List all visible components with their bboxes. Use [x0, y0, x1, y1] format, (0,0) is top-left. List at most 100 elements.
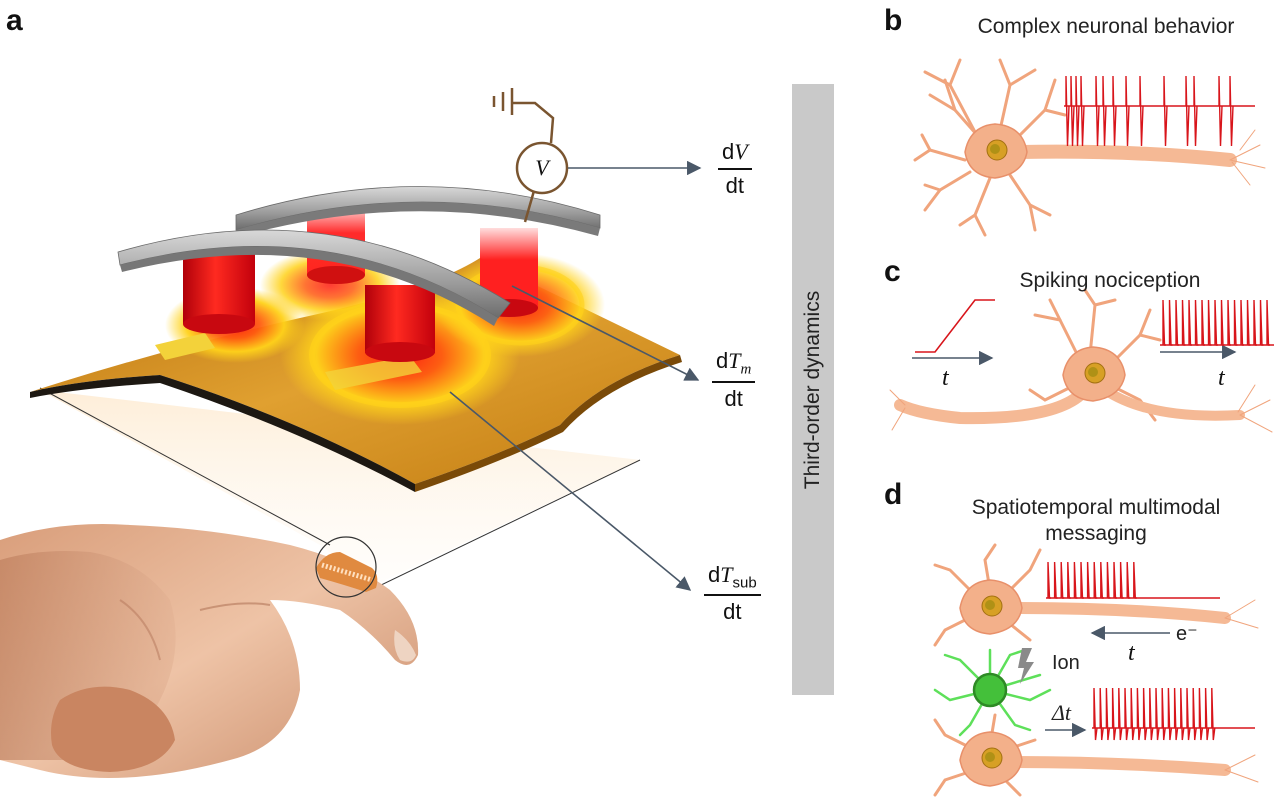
device-illustration	[0, 88, 702, 778]
spike-train-d-bottom	[1092, 687, 1255, 741]
spike	[1102, 75, 1107, 147]
panel-c-title: Spiking nociception	[1019, 269, 1201, 292]
spike	[1130, 687, 1135, 741]
panel-b-title: Complex neuronal behavior	[977, 15, 1235, 38]
ion-label: Ion	[1052, 652, 1080, 674]
spike	[1193, 75, 1198, 147]
spike	[1240, 299, 1244, 346]
spike	[1112, 75, 1117, 147]
spike	[1073, 561, 1078, 599]
spike	[1194, 299, 1199, 346]
spike	[1207, 299, 1212, 346]
spike	[1095, 75, 1100, 147]
voltmeter-symbol: V	[535, 155, 549, 180]
spike	[1168, 299, 1173, 346]
derivative-dtsub: dTsub dt	[704, 562, 761, 625]
spike	[1133, 561, 1137, 599]
spike	[1211, 687, 1216, 741]
dynamics-label: Third-order dynamics	[801, 290, 824, 490]
spike	[1218, 75, 1223, 147]
spike	[1125, 75, 1130, 147]
spike	[1139, 75, 1144, 147]
spike	[1162, 299, 1166, 346]
spike	[1047, 561, 1051, 599]
neuron-b	[913, 58, 1266, 237]
spike	[1053, 561, 1058, 599]
spike	[1201, 299, 1205, 346]
spike-train-d-top	[1046, 561, 1220, 599]
spike	[1259, 299, 1264, 346]
spike	[1185, 75, 1190, 147]
stimulus-ramp	[912, 299, 995, 366]
hand-illustration	[0, 524, 419, 778]
spike	[1099, 687, 1104, 741]
spike	[1163, 75, 1168, 147]
dynamics-bar	[792, 84, 834, 695]
spike	[1149, 687, 1154, 741]
spike	[1246, 299, 1251, 346]
spike	[1119, 561, 1124, 599]
spike-train-c	[1160, 299, 1274, 346]
voltmeter-circuit	[492, 88, 569, 223]
spike	[1111, 687, 1117, 741]
spike	[1065, 75, 1070, 147]
panel-letter-a: a	[6, 4, 23, 37]
spike	[1060, 561, 1065, 599]
electron-label: e⁻	[1176, 623, 1198, 645]
spike	[1067, 561, 1071, 599]
spike	[1220, 299, 1225, 346]
spike	[1105, 687, 1111, 741]
spike	[1124, 687, 1129, 741]
spike	[1180, 687, 1185, 741]
voltmeter-icon	[515, 141, 569, 195]
spike	[1173, 687, 1179, 741]
spike	[1204, 687, 1210, 741]
arrow-dtm	[511, 285, 700, 381]
spike	[1233, 299, 1238, 346]
panel-letter-d: d	[884, 478, 903, 511]
spike	[1136, 687, 1142, 741]
spike	[1142, 687, 1148, 741]
spike	[1126, 561, 1131, 599]
spike	[1214, 299, 1218, 346]
spike	[1175, 299, 1179, 346]
panel-letter-c: c	[884, 255, 901, 288]
spike	[1198, 687, 1204, 741]
electrodes	[117, 186, 601, 326]
spike	[1106, 561, 1111, 599]
spike	[1181, 299, 1186, 346]
panel-d-title: Spatiotemporal multimodal messaging	[930, 495, 1262, 548]
derivative-dv: dV dt	[718, 139, 752, 199]
spike	[1192, 687, 1197, 741]
lightning-icon	[1018, 648, 1034, 684]
panel-c-output-axis: t	[1218, 365, 1225, 391]
derivative-dtm: dTm dt	[712, 348, 756, 412]
panel-d-title-line2: messaging	[1045, 522, 1147, 546]
spike	[1253, 299, 1257, 346]
glia-cell	[933, 648, 1052, 737]
spike	[1080, 561, 1084, 599]
spike	[1155, 687, 1160, 741]
spike	[1227, 299, 1231, 346]
spike	[1118, 687, 1123, 741]
neuron-c	[889, 288, 1273, 433]
spike	[1100, 561, 1104, 599]
spike	[1093, 687, 1098, 741]
spike	[1186, 687, 1191, 741]
spike	[1093, 561, 1098, 599]
spike	[1070, 75, 1075, 147]
spike-train-b	[1064, 75, 1255, 147]
panel-d-title-line1: Spatiotemporal multimodal	[971, 496, 1221, 519]
panel-c-input-axis: t	[942, 365, 949, 391]
panel-letter-b: b	[884, 4, 903, 37]
spike	[1188, 299, 1192, 346]
spike	[1075, 75, 1080, 147]
delay-label: Δt	[1052, 700, 1072, 725]
spike	[1113, 561, 1117, 599]
spike	[1167, 687, 1173, 741]
panel-d-time-label: t	[1128, 640, 1135, 666]
spike	[1161, 687, 1166, 741]
spike	[1080, 75, 1085, 147]
spike	[1229, 75, 1234, 147]
